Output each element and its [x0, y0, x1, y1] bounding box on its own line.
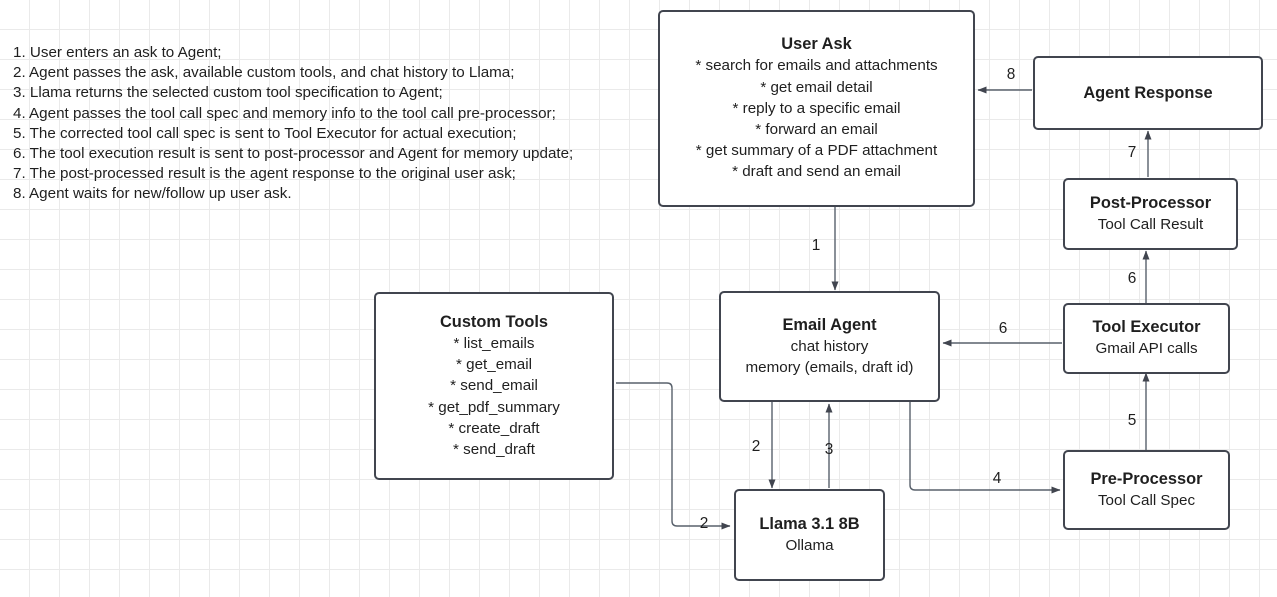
edge-4-path: [909, 402, 1061, 494]
edge-label-5: 5: [1127, 412, 1137, 429]
node-user-ask-item-6: * draft and send an email: [732, 163, 901, 181]
legend-step-6: 6. The tool execution result is sent to …: [13, 145, 574, 163]
node-custom-tools-item-6: * send_draft: [453, 440, 535, 458]
edge-label-6a: 6: [998, 320, 1008, 337]
node-email-agent-sub1: chat history: [790, 337, 869, 355]
edge-label-7: 7: [1127, 144, 1137, 161]
edge-label-6b: 6: [1127, 270, 1137, 287]
node-custom-tools-item-5: * create_draft: [448, 419, 540, 437]
legend-step-5: 5. The corrected tool call spec is sent …: [13, 124, 517, 142]
node-post-processor-sub: Tool Call Result: [1097, 215, 1204, 233]
node-user-ask-item-4: * forward an email: [755, 121, 878, 138]
node-custom-tools-item-1: * list_emails: [453, 334, 535, 352]
node-user-ask-item-1: * search for emails and attachments: [695, 57, 938, 75]
node-user-ask[interactable]: User Ask * search for emails and attachm…: [658, 10, 975, 207]
node-custom-tools[interactable]: Custom Tools * list_emails * get_email *…: [374, 292, 614, 480]
node-pre-processor[interactable]: Pre-Processor Tool Call Spec: [1063, 450, 1230, 530]
node-custom-tools-item-3: * send_email: [450, 377, 538, 395]
node-email-agent-title: Email Agent: [782, 315, 877, 334]
node-llama-sub: Ollama: [785, 536, 834, 554]
node-agent-response[interactable]: Agent Response: [1033, 56, 1263, 130]
edge-label-8: 8: [1006, 66, 1016, 83]
node-email-agent-sub2: memory (emails, draft id): [745, 359, 914, 376]
node-pre-processor-sub: Tool Call Spec: [1097, 491, 1196, 509]
legend-step-8: 8. Agent waits for new/follow up user as…: [13, 185, 292, 203]
node-custom-tools-item-2: * get_email: [456, 356, 532, 374]
legend-step-7: 7. The post-processed result is the agen…: [13, 165, 516, 183]
node-email-agent[interactable]: Email Agent chat history memory (emails,…: [719, 291, 940, 402]
legend-step-list: 1. User enters an ask to Agent; 2. Agent…: [13, 43, 633, 205]
node-custom-tools-title: Custom Tools: [439, 312, 549, 331]
node-tool-executor-title: Tool Executor: [1092, 318, 1201, 337]
node-user-ask-item-5: * get summary of a PDF attachment: [695, 142, 938, 160]
legend-step-2: 2. Agent passes the ask, available custo…: [13, 64, 515, 82]
edge-label-3: 3: [824, 441, 834, 458]
edge-label-4: 4: [992, 470, 1002, 487]
node-tool-executor-sub: Gmail API calls: [1095, 340, 1198, 358]
legend-step-3: 3. Llama returns the selected custom too…: [13, 84, 443, 102]
node-post-processor-title: Post-Processor: [1089, 193, 1212, 212]
node-user-ask-item-2: * get email detail: [760, 78, 873, 96]
legend-step-1: 1. User enters an ask to Agent;: [13, 44, 222, 61]
edge-2b-path: [616, 382, 731, 530]
node-pre-processor-title: Pre-Processor: [1090, 469, 1203, 488]
node-custom-tools-item-4: * get_pdf_summary: [428, 398, 560, 416]
node-user-ask-title: User Ask: [781, 35, 852, 54]
edge-label-2a: 2: [751, 438, 761, 455]
node-tool-executor[interactable]: Tool Executor Gmail API calls: [1063, 303, 1230, 374]
edge-label-1: 1: [811, 237, 821, 254]
legend-step-4: 4. Agent passes the tool call spec and m…: [13, 104, 556, 122]
node-user-ask-item-3: * reply to a specific email: [732, 99, 901, 117]
node-llama-title: Llama 3.1 8B: [759, 514, 860, 533]
node-llama[interactable]: Llama 3.1 8B Ollama: [734, 489, 885, 581]
edge-label-2b: 2: [699, 515, 709, 532]
node-post-processor[interactable]: Post-Processor Tool Call Result: [1063, 178, 1238, 250]
node-agent-response-title: Agent Response: [1083, 83, 1213, 102]
